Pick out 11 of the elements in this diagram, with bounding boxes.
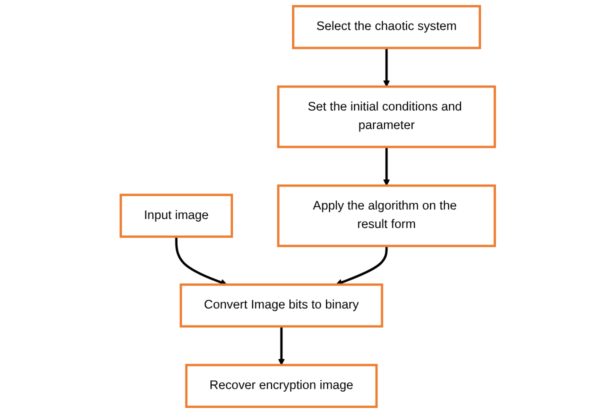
node-box: Recover encryption image	[185, 364, 378, 408]
arrow	[383, 146, 390, 186]
node-box: Input image	[120, 194, 234, 238]
arrow	[336, 246, 388, 286]
arrow	[383, 48, 390, 87]
node-box: Apply the algorithm on the result form	[277, 184, 496, 248]
arrow	[175, 236, 228, 286]
node-box: Convert Image bits to binary	[180, 283, 384, 328]
arrow	[278, 326, 286, 366]
node-box: Set the initial conditions and parameter	[277, 85, 496, 148]
node-box: Select the chaotic system	[292, 5, 482, 50]
